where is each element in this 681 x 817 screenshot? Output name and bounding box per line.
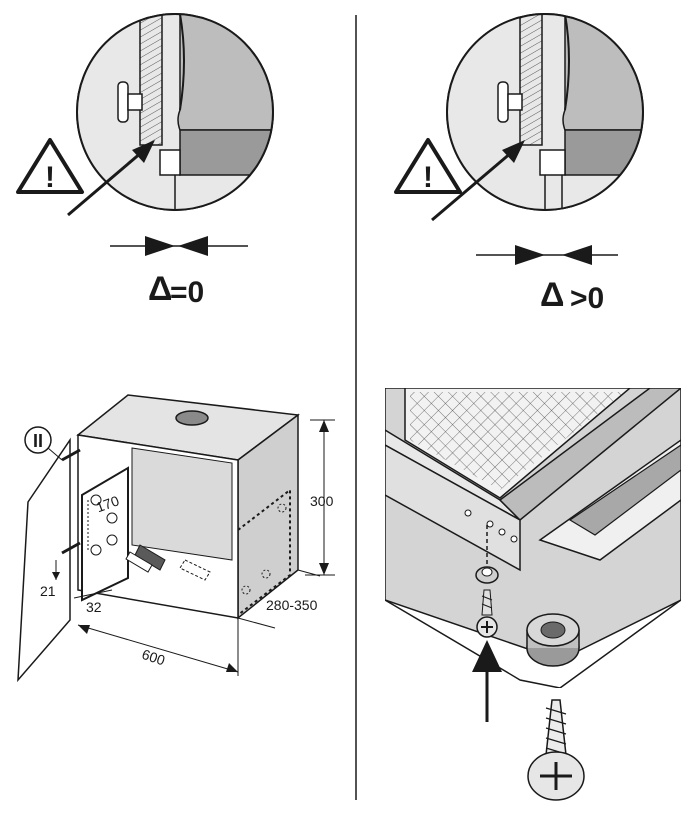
arrow-icon [472, 640, 502, 722]
gap-condition-greater: >0 [570, 282, 604, 315]
cabinet-door [18, 440, 70, 680]
screw-icon [528, 700, 584, 800]
svg-text:600: 600 [140, 646, 167, 669]
panel-top-right: ! Δ >0 [396, 14, 650, 315]
warning-mark: ! [45, 161, 55, 194]
gap-dimension [476, 245, 618, 265]
warning-triangle-icon: ! [396, 140, 460, 194]
dimension-width: 600 [78, 618, 238, 676]
svg-text:280-350: 280-350 [266, 597, 318, 613]
detail-magnifier-left [77, 14, 280, 214]
panel-bottom-right [385, 388, 681, 800]
delta-symbol: Δ [148, 270, 172, 308]
detail-magnifier-right [447, 14, 650, 214]
spacer-icon [527, 614, 579, 666]
warning-triangle-icon: ! [18, 140, 82, 194]
panel-top-left: ! Δ =0 [18, 14, 280, 309]
svg-text:21: 21 [40, 583, 56, 599]
warning-mark: ! [423, 161, 433, 194]
gap-condition-zero: =0 [170, 276, 204, 309]
svg-text:300: 300 [310, 493, 334, 509]
svg-text:32: 32 [86, 599, 102, 615]
step-marker: II [25, 427, 62, 460]
gap-dimension [110, 236, 248, 256]
panel-bottom-left: II 300 600 280-350 170 [18, 395, 335, 680]
svg-text:II: II [33, 431, 43, 451]
delta-symbol: Δ [540, 276, 564, 314]
dimension-height: 300 [305, 420, 335, 575]
